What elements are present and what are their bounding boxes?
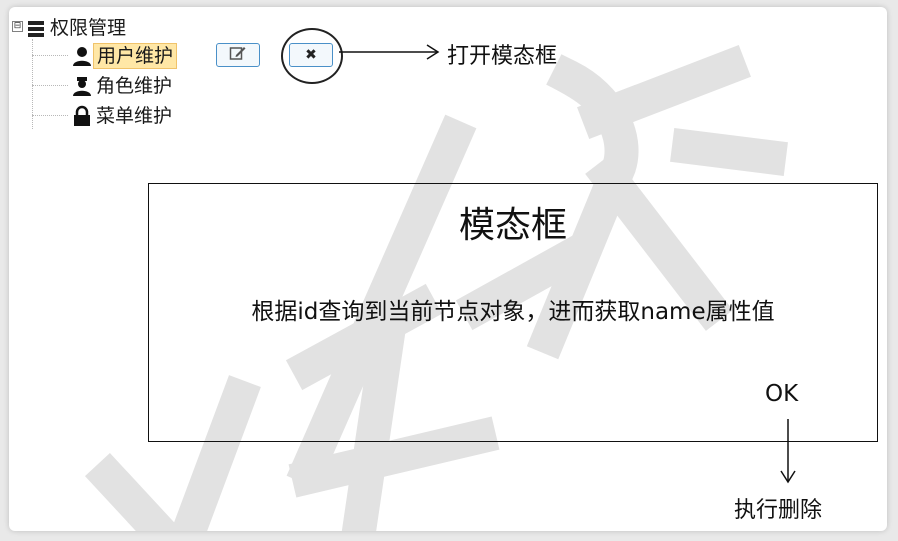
delete-action-annotation: 执行删除 — [734, 498, 823, 523]
list-icon — [25, 17, 47, 39]
tree-branch — [32, 115, 68, 116]
tree-node-root[interactable]: 权限管理 — [25, 15, 129, 41]
modal-description: 根据id查询到当前节点对象，进而获取name属性值 — [251, 299, 775, 325]
ok-button[interactable]: OK — [765, 381, 799, 407]
lock-icon — [71, 105, 93, 127]
tree-guide-line — [32, 39, 33, 129]
permission-tree: ⊟ 权限管理 用户维护 — [9, 7, 349, 137]
collapse-toggle[interactable]: ⊟ — [12, 21, 23, 32]
tree-node-label: 菜单维护 — [96, 105, 173, 127]
edit-button[interactable] — [216, 43, 260, 67]
tree-node-label: 角色维护 — [96, 75, 173, 97]
tree-node-label: 权限管理 — [50, 17, 127, 39]
arrow-right — [339, 44, 440, 60]
tree-node-user-maintenance[interactable]: 用户维护 — [71, 43, 178, 69]
tree-branch — [32, 55, 68, 56]
close-icon: ✖ — [305, 47, 317, 63]
tree-node-label: 用户维护 — [93, 43, 178, 69]
canvas-card: ⊟ 权限管理 用户维护 — [9, 7, 887, 531]
user-icon — [71, 45, 93, 67]
tree-branch — [32, 85, 68, 86]
tree-node-role-maintenance[interactable]: 角色维护 — [71, 73, 175, 99]
tree-node-menu-maintenance[interactable]: 菜单维护 — [71, 103, 175, 129]
edit-icon — [229, 45, 247, 65]
role-icon — [71, 75, 93, 97]
open-modal-annotation: 打开模态框 — [447, 44, 558, 69]
delete-button[interactable]: ✖ — [289, 43, 333, 67]
modal-title: 模态框 — [458, 205, 567, 246]
arrow-down — [780, 419, 796, 484]
highlight-circle — [281, 28, 343, 84]
modal-dialog: 模态框 根据id查询到当前节点对象，进而获取name属性值 OK — [148, 183, 878, 442]
